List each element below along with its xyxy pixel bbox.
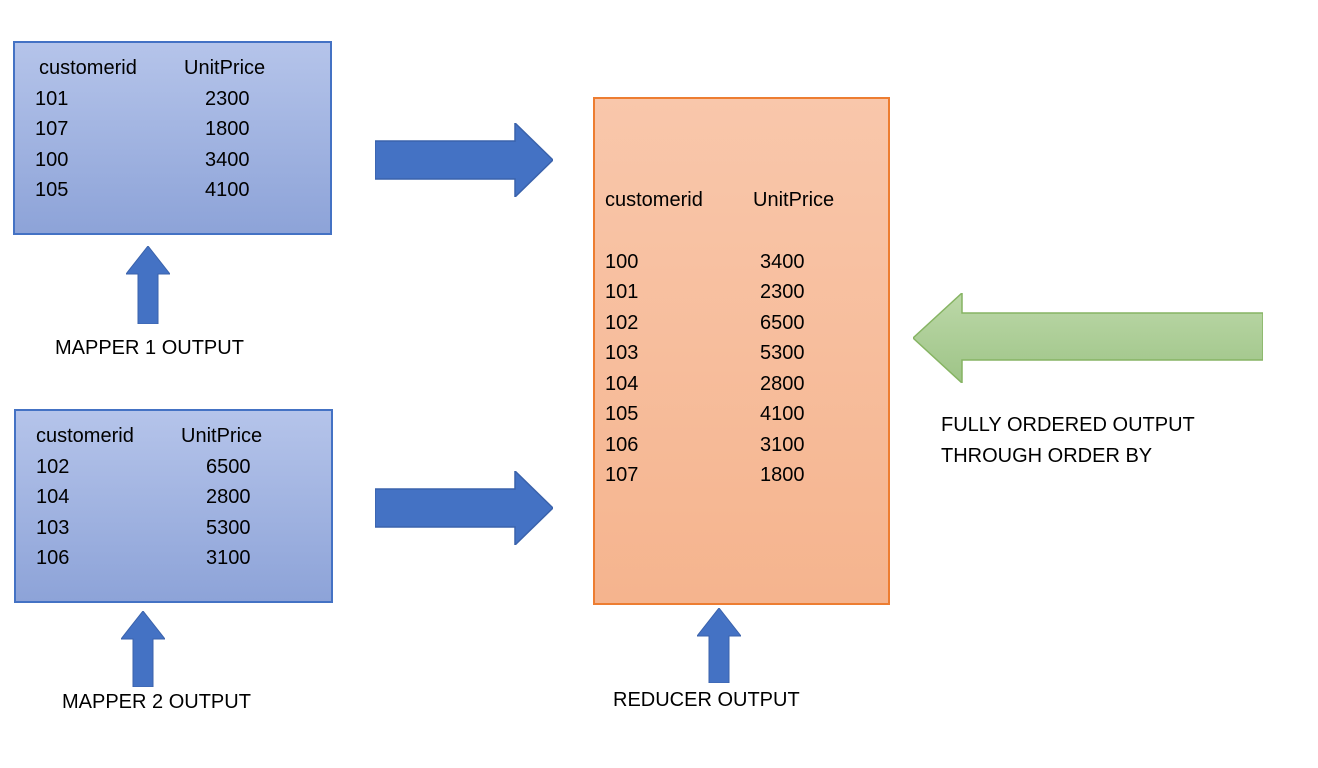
cell-unitprice: 2300 bbox=[760, 281, 805, 303]
annotation-line-1: FULLY ORDERED OUTPUT bbox=[941, 414, 1195, 436]
mapper1-output-label: MAPPER 1 OUTPUT bbox=[55, 337, 244, 359]
cell-customerid: 100 bbox=[605, 250, 639, 273]
cell-unitprice: 2800 bbox=[760, 372, 805, 395]
table-header-row: customerid UnitPrice bbox=[15, 53, 330, 84]
table-row: 101 2300 bbox=[595, 277, 888, 308]
table-row: 107 1800 bbox=[595, 460, 888, 491]
cell-customerid: 105 bbox=[605, 403, 639, 425]
column-header-unitprice: UnitPrice bbox=[184, 57, 266, 79]
cell-unitprice: 6500 bbox=[206, 455, 251, 478]
mapper1-output-box: customerid UnitPrice 101 2300 107 1800 1… bbox=[13, 41, 332, 235]
cell-customerid: 106 bbox=[36, 547, 70, 569]
cell-unitprice: 3100 bbox=[760, 433, 805, 456]
column-header-customerid: customerid bbox=[36, 425, 134, 447]
table-row: 104 2800 bbox=[595, 369, 888, 400]
cell-customerid: 106 bbox=[605, 433, 639, 456]
up-arrow-icon bbox=[124, 245, 172, 329]
column-header-unitprice: UnitPrice bbox=[753, 189, 835, 211]
mapper2-output-box: customerid UnitPrice 102 6500 104 2800 1… bbox=[14, 409, 333, 603]
column-header-unitprice: UnitPrice bbox=[181, 425, 263, 447]
reducer-output-label: REDUCER OUTPUT bbox=[613, 689, 800, 711]
cell-customerid: 107 bbox=[605, 464, 639, 486]
reducer-output-box: customerid UnitPrice 100 3400 101 2300 1… bbox=[593, 97, 890, 605]
cell-unitprice: 1800 bbox=[205, 118, 250, 140]
table-header-row: customerid UnitPrice bbox=[16, 421, 331, 452]
table-row: 102 6500 bbox=[595, 308, 888, 339]
cell-unitprice: 3100 bbox=[206, 547, 251, 569]
table-row: 104 2800 bbox=[16, 482, 331, 513]
up-arrow-icon bbox=[695, 607, 743, 688]
cell-customerid: 105 bbox=[35, 179, 69, 201]
table-row: 101 2300 bbox=[15, 84, 330, 115]
table-row: 102 6500 bbox=[16, 452, 331, 483]
cell-customerid: 103 bbox=[605, 342, 639, 364]
cell-unitprice: 1800 bbox=[760, 464, 805, 486]
column-header-customerid: customerid bbox=[39, 57, 137, 79]
table-row: 103 5300 bbox=[595, 338, 888, 369]
cell-customerid: 102 bbox=[36, 455, 70, 478]
column-header-customerid: customerid bbox=[605, 189, 703, 211]
cell-customerid: 104 bbox=[36, 486, 70, 508]
cell-customerid: 104 bbox=[605, 372, 639, 395]
table-row: 103 5300 bbox=[16, 513, 331, 544]
cell-customerid: 100 bbox=[35, 148, 69, 171]
cell-customerid: 103 bbox=[36, 516, 70, 539]
table-row: 106 3100 bbox=[16, 543, 331, 574]
up-arrow-icon bbox=[119, 610, 167, 692]
cell-unitprice: 4100 bbox=[760, 403, 805, 425]
cell-unitprice: 5300 bbox=[760, 342, 805, 364]
table-row: 106 3100 bbox=[595, 430, 888, 461]
cell-customerid: 101 bbox=[605, 281, 639, 303]
cell-unitprice: 2800 bbox=[206, 486, 251, 508]
mapper2-output-label: MAPPER 2 OUTPUT bbox=[62, 691, 251, 713]
cell-customerid: 107 bbox=[35, 118, 69, 140]
fully-ordered-output-annotation: FULLY ORDERED OUTPUT THROUGH ORDER BY bbox=[941, 410, 1231, 472]
table-row: 100 3400 bbox=[595, 247, 888, 278]
right-arrow-icon bbox=[374, 121, 555, 202]
cell-customerid: 101 bbox=[35, 87, 69, 110]
annotation-line-2: THROUGH ORDER BY bbox=[941, 445, 1153, 467]
cell-unitprice: 3400 bbox=[205, 148, 250, 171]
cell-unitprice: 6500 bbox=[760, 311, 805, 334]
table-header-row: customerid UnitPrice bbox=[595, 185, 888, 216]
right-arrow-icon bbox=[374, 469, 555, 550]
cell-unitprice: 3400 bbox=[760, 250, 805, 273]
table-row: 105 4100 bbox=[595, 399, 888, 430]
cell-unitprice: 5300 bbox=[206, 516, 251, 539]
table-row: 105 4100 bbox=[15, 175, 330, 206]
table-row: 100 3400 bbox=[15, 145, 330, 176]
left-arrow-icon bbox=[911, 291, 1264, 388]
table-row: 107 1800 bbox=[15, 114, 330, 145]
cell-unitprice: 4100 bbox=[205, 179, 250, 201]
cell-unitprice: 2300 bbox=[205, 87, 250, 110]
cell-customerid: 102 bbox=[605, 311, 639, 334]
